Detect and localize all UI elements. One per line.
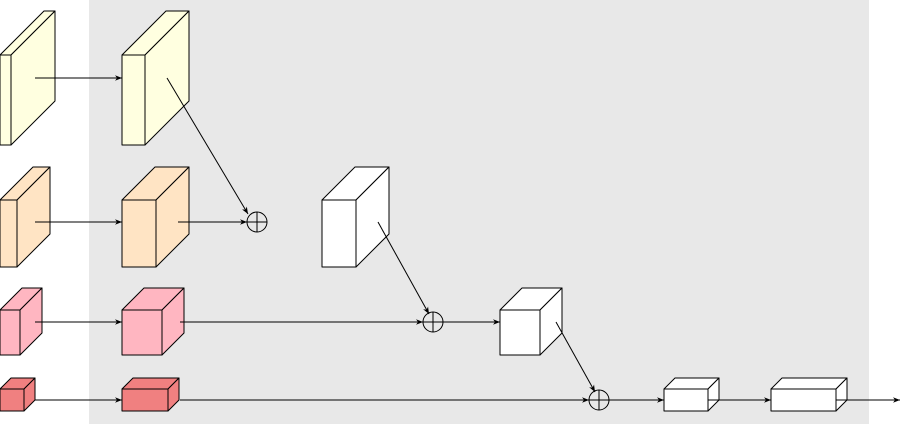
- input-block-level-4: [0, 377, 36, 412]
- block-front-face: [121, 388, 169, 412]
- block-front-face: [0, 199, 18, 268]
- block-front-face: [0, 388, 25, 412]
- arrow: [555, 321, 596, 393]
- block-front-face: [121, 54, 146, 146]
- block-front-face: [121, 309, 163, 356]
- block-front-face: [663, 388, 709, 412]
- add-operator-icon: [422, 311, 444, 333]
- block-front-face: [770, 388, 837, 412]
- block-front-face: [0, 309, 21, 356]
- merged-block-level-4: [663, 377, 720, 412]
- block-top-face: [770, 377, 848, 390]
- lateral-block-level-3: [121, 287, 185, 356]
- lateral-block-level-1: [121, 10, 190, 146]
- output-block: [770, 377, 848, 412]
- block-front-face: [121, 199, 157, 268]
- add-operator-icon: [246, 211, 268, 233]
- lateral-block-level-4: [121, 377, 180, 412]
- block-front-face: [499, 309, 541, 356]
- merged-block-level-2: [321, 166, 390, 268]
- input-block-level-1: [0, 10, 56, 146]
- input-block-level-3: [0, 287, 43, 356]
- arrow: [377, 221, 430, 315]
- merged-block-level-3: [499, 287, 563, 356]
- lateral-block-level-2: [121, 166, 190, 268]
- shaded-region: [89, 0, 869, 424]
- block-front-face: [0, 54, 12, 146]
- arrow: [166, 77, 249, 215]
- input-block-level-2: [0, 166, 51, 268]
- block-front-face: [321, 199, 357, 268]
- add-operator-icon: [588, 389, 610, 411]
